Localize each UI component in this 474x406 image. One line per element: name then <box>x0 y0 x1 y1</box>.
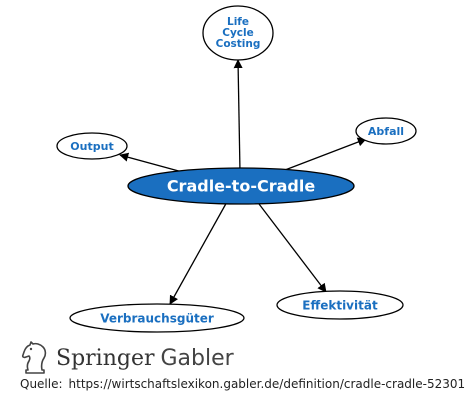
source-url[interactable]: https://wirtschaftslexikon.gabler.de/def… <box>68 377 466 391</box>
node-effektivitaet-label: Effektivität <box>302 299 378 313</box>
edge-center-to-output <box>119 152 187 174</box>
brand-name: Springer <box>56 345 155 371</box>
node-life-cycle-costing[interactable]: Life Cycle Costing <box>202 5 274 61</box>
node-abfall-label: Abfall <box>368 125 404 138</box>
node-output-label: Output <box>70 140 113 153</box>
node-center-label: Cradle-to-Cradle <box>167 177 316 196</box>
brand-sub: Gabler <box>160 345 234 371</box>
node-effektivitaet[interactable]: Effektivität <box>276 290 404 320</box>
concept-map: Life Cycle Costing Output Abfall Cradle-… <box>56 5 417 333</box>
node-cradle-to-cradle[interactable]: Cradle-to-Cradle <box>127 167 355 205</box>
node-verbrauchsgueter-label: Verbrauchsgüter <box>100 312 214 326</box>
node-abfall[interactable]: Abfall <box>355 117 417 145</box>
node-output[interactable]: Output <box>56 132 128 160</box>
source-label: Quelle: <box>20 377 63 391</box>
edge-center-to-verbrauchsgueter <box>169 199 229 305</box>
source-line: Quelle: https://wirtschaftslexikon.gabler… <box>20 377 465 391</box>
chess-knight-icon <box>21 341 47 374</box>
node-lcc-line1: Life <box>227 16 249 28</box>
node-lcc-line3: Costing <box>216 38 261 50</box>
edge-center-to-effektivitaet <box>255 199 327 293</box>
node-verbrauchsgueter[interactable]: Verbrauchsgüter <box>69 303 245 333</box>
node-lcc-line2: Cycle <box>222 27 254 39</box>
edge-center-to-abfall <box>284 137 367 171</box>
edge-center-to-lcc <box>233 59 243 173</box>
